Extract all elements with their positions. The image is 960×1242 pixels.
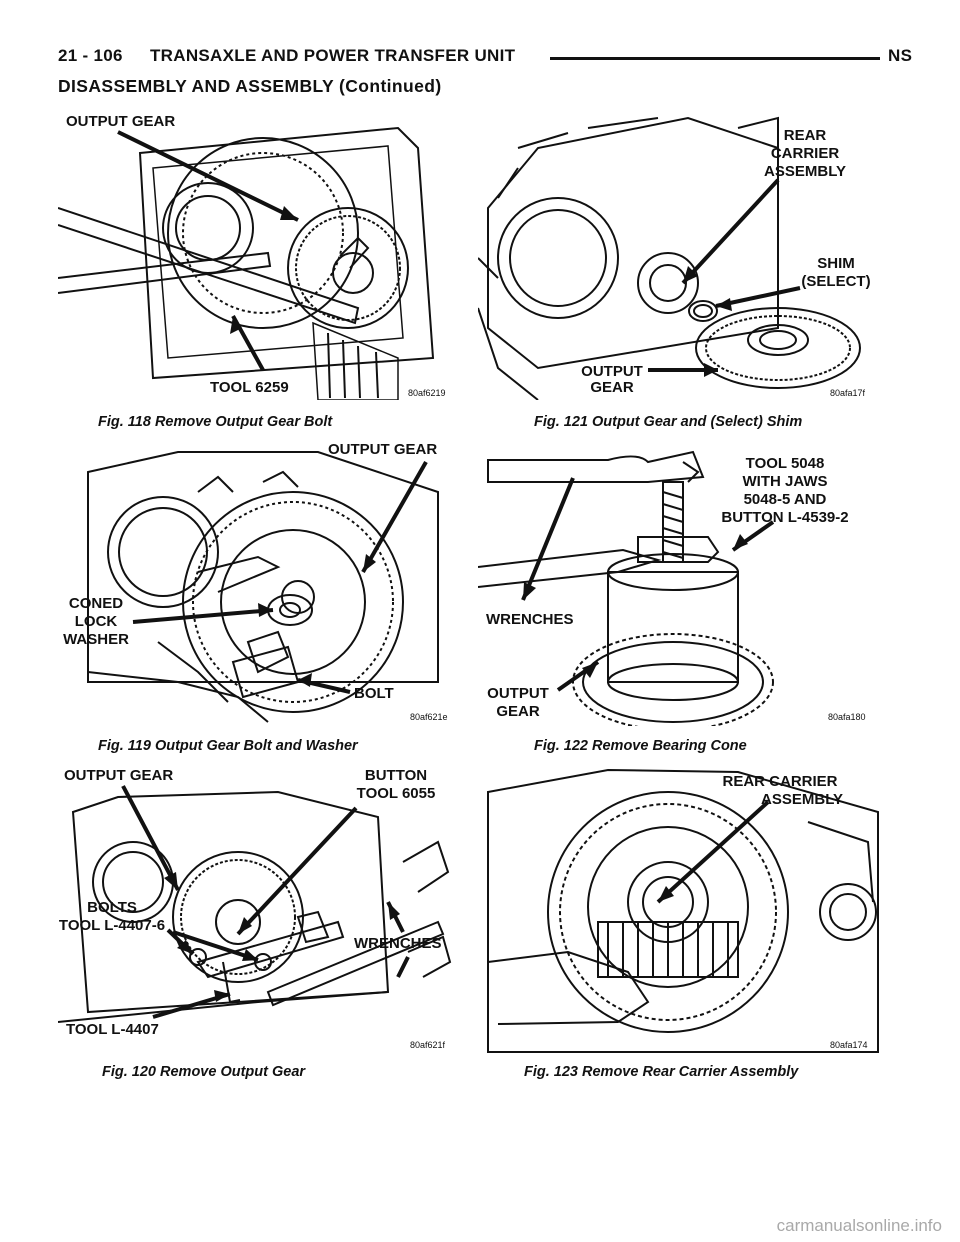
label-with-jaws: WITH JAWS xyxy=(743,473,828,490)
figure-120: OUTPUT GEAR BUTTON TOOL 6055 BOLTS TOOL … xyxy=(58,762,458,1080)
section-title: DISASSEMBLY AND ASSEMBLY (Continued) xyxy=(58,76,442,96)
figure-caption: Fig. 118 Remove Output Gear Bolt xyxy=(98,414,333,430)
figure-caption: Fig. 120 Remove Output Gear xyxy=(102,1064,306,1080)
figure-caption: Fig. 122 Remove Bearing Cone xyxy=(534,738,747,754)
figure-121: REAR CARRIER ASSEMBLY SHIM (SELECT) OUTP… xyxy=(478,108,880,430)
label-wrenches: WRENCHES xyxy=(354,935,442,952)
figure-119: OUTPUT GEAR CONED LOCK WASHER BOLT 80af6… xyxy=(58,432,458,754)
label-bolts: BOLTS xyxy=(87,899,137,916)
label-assembly: ASSEMBLY xyxy=(761,791,843,808)
label-button-l-4539-2: BUTTON L-4539-2 xyxy=(721,509,848,526)
label-bolt: BOLT xyxy=(354,685,394,702)
label-assembly: ASSEMBLY xyxy=(764,163,846,180)
page-header: 21 - 106 TRANSAXLE AND POWER TRANSFER UN… xyxy=(58,46,912,72)
page-header-title: TRANSAXLE AND POWER TRANSFER UNIT xyxy=(150,46,516,65)
label-select: (SELECT) xyxy=(801,273,870,290)
header-rule xyxy=(550,57,880,60)
figure-code: 80af621f xyxy=(410,1040,446,1050)
label-rear: REAR xyxy=(784,127,827,144)
figure-code: 80afa174 xyxy=(830,1040,868,1050)
figure-caption: Fig. 121 Output Gear and (Select) Shim xyxy=(534,414,803,430)
figure-code: 80afa180 xyxy=(828,712,866,722)
page-number: 21 - 106 xyxy=(58,46,123,65)
figure-123-illustration: REAR CARRIER ASSEMBLY 80afa174 xyxy=(487,768,879,1053)
label-output-gear: OUTPUT GEAR xyxy=(66,113,175,130)
label-wrenches: WRENCHES xyxy=(486,611,574,628)
label-shim: SHIM xyxy=(817,255,855,272)
label-washer: WASHER xyxy=(63,631,129,648)
figure-code: 80af621e xyxy=(410,712,448,722)
figure-122: TOOL 5048 WITH JAWS 5048-5 AND BUTTON L-… xyxy=(478,432,880,754)
label-output-gear: OUTPUT GEAR xyxy=(328,441,437,458)
label-rear-carrier: REAR CARRIER xyxy=(722,773,837,790)
label-carrier: CARRIER xyxy=(771,145,840,162)
watermark: carmanualsonline.info xyxy=(776,1216,942,1235)
figure-119-illustration: OUTPUT GEAR CONED LOCK WASHER BOLT 80af6… xyxy=(63,441,448,723)
label-tool-l-4407: TOOL L-4407 xyxy=(66,1021,159,1038)
model-code: NS xyxy=(888,46,913,65)
figure-code: 80af6219 xyxy=(408,388,446,398)
figure-118-illustration: OUTPUT GEAR TOOL 6259 80af6219 xyxy=(58,113,446,400)
label-lock: LOCK xyxy=(75,613,118,630)
label-gear: GEAR xyxy=(496,703,540,720)
figure-121-illustration: REAR CARRIER ASSEMBLY SHIM (SELECT) OUTP… xyxy=(478,116,871,400)
label-output-gear: OUTPUT GEAR xyxy=(64,767,173,784)
figure-122-illustration: TOOL 5048 WITH JAWS 5048-5 AND BUTTON L-… xyxy=(478,450,866,726)
label-tool-6259: TOOL 6259 xyxy=(210,379,289,396)
label-tool-6055: TOOL 6055 xyxy=(357,785,436,802)
label-output: OUTPUT xyxy=(581,363,643,380)
label-coned: CONED xyxy=(69,595,123,612)
figure-caption: Fig. 123 Remove Rear Carrier Assembly xyxy=(524,1064,799,1080)
figure-caption: Fig. 119 Output Gear Bolt and Washer xyxy=(98,738,358,754)
figure-123: REAR CARRIER ASSEMBLY 80afa174 Fig. 123 … xyxy=(478,762,880,1080)
figure-118: OUTPUT GEAR TOOL 6259 80af6219 Fig. 118 … xyxy=(58,108,458,430)
label-5048-5-and: 5048-5 AND xyxy=(744,491,827,508)
label-tool-5048: TOOL 5048 xyxy=(746,455,825,472)
label-tool-l-4407-6: TOOL L-4407-6 xyxy=(59,917,165,934)
label-button: BUTTON xyxy=(365,767,427,784)
figure-code: 80afa17f xyxy=(830,388,866,398)
figure-120-illustration: OUTPUT GEAR BUTTON TOOL 6055 BOLTS TOOL … xyxy=(58,767,452,1050)
label-gear: GEAR xyxy=(590,379,634,396)
label-output: OUTPUT xyxy=(487,685,549,702)
